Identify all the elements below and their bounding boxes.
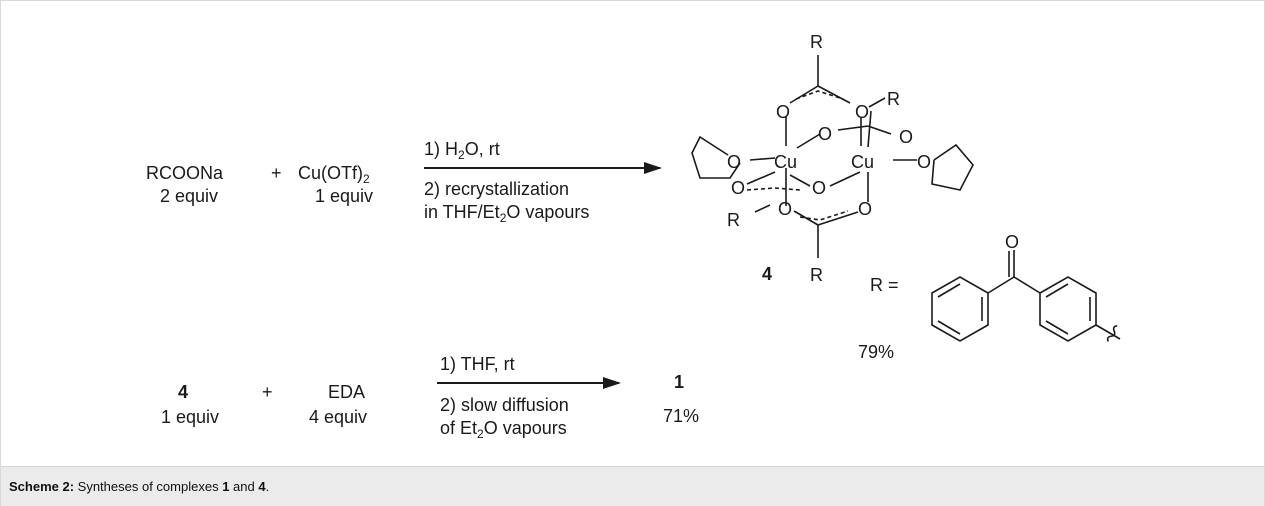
o-label: O: [778, 199, 792, 219]
reagent-complex-4: 4: [178, 382, 189, 402]
o-label: O: [858, 199, 872, 219]
condition-1: 1) H2O, rt: [424, 139, 500, 162]
o-label: O: [855, 102, 869, 122]
reagent-eda: EDA: [328, 382, 366, 402]
reagent-rcoona: RCOONa: [146, 163, 224, 183]
o-label: O: [776, 102, 790, 122]
reaction-arrow-2: [437, 377, 621, 389]
reaction-scheme: RCOONa 2 equiv + Cu(OTf)2 1 equiv 1) H2O…: [146, 32, 1121, 441]
cu-label-right: Cu: [851, 152, 874, 172]
o-label: O: [812, 178, 826, 198]
o-label: O: [899, 127, 913, 147]
product-label-1: 1: [674, 372, 685, 392]
plus-sign: +: [262, 382, 273, 402]
condition-2-line1: 2) recrystallization: [424, 179, 570, 199]
condition-diffusion-line2: of Et2O vapours: [440, 418, 567, 441]
copper-paddlewheel-structure: R O O R O O O Cu Cu O O O O O R R O: [691, 32, 1121, 342]
reagent-eda-equiv: 4 equiv: [309, 407, 368, 427]
reagent-cu-otf: Cu(OTf)2: [298, 163, 370, 186]
o-label: O: [731, 178, 745, 198]
o-label: O: [917, 152, 931, 172]
product-label-4: 4: [762, 264, 773, 284]
reagent-cu-otf-equiv: 1 equiv: [315, 186, 374, 206]
r-label-top: R: [810, 32, 823, 52]
reaction-arrow-1: [424, 162, 662, 174]
condition-diffusion-line1: 2) slow diffusion: [440, 395, 569, 415]
yield-79: 79%: [858, 342, 895, 362]
o-label: O: [727, 152, 741, 172]
carbonyl-o-label: O: [1005, 232, 1019, 252]
reagent-rcoona-equiv: 2 equiv: [160, 186, 219, 206]
reagent-complex-4-equiv: 1 equiv: [161, 407, 220, 427]
r-label-left: R: [727, 210, 740, 230]
r-definition: R =: [870, 275, 899, 295]
cu-label-left: Cu: [774, 152, 797, 172]
yield-71: 71%: [663, 406, 700, 426]
r-label-bottom: R: [810, 265, 823, 285]
o-label: O: [818, 124, 832, 144]
r-label-right: R: [887, 89, 900, 109]
condition-thf: 1) THF, rt: [440, 354, 515, 374]
condition-2-line2: in THF/Et2O vapours: [424, 202, 590, 225]
caption-text: Scheme 2: Syntheses of complexes 1 and 4…: [9, 479, 270, 494]
plus-sign: +: [271, 163, 282, 183]
figure-caption: Scheme 2: Syntheses of complexes 1 and 4…: [1, 466, 1264, 506]
